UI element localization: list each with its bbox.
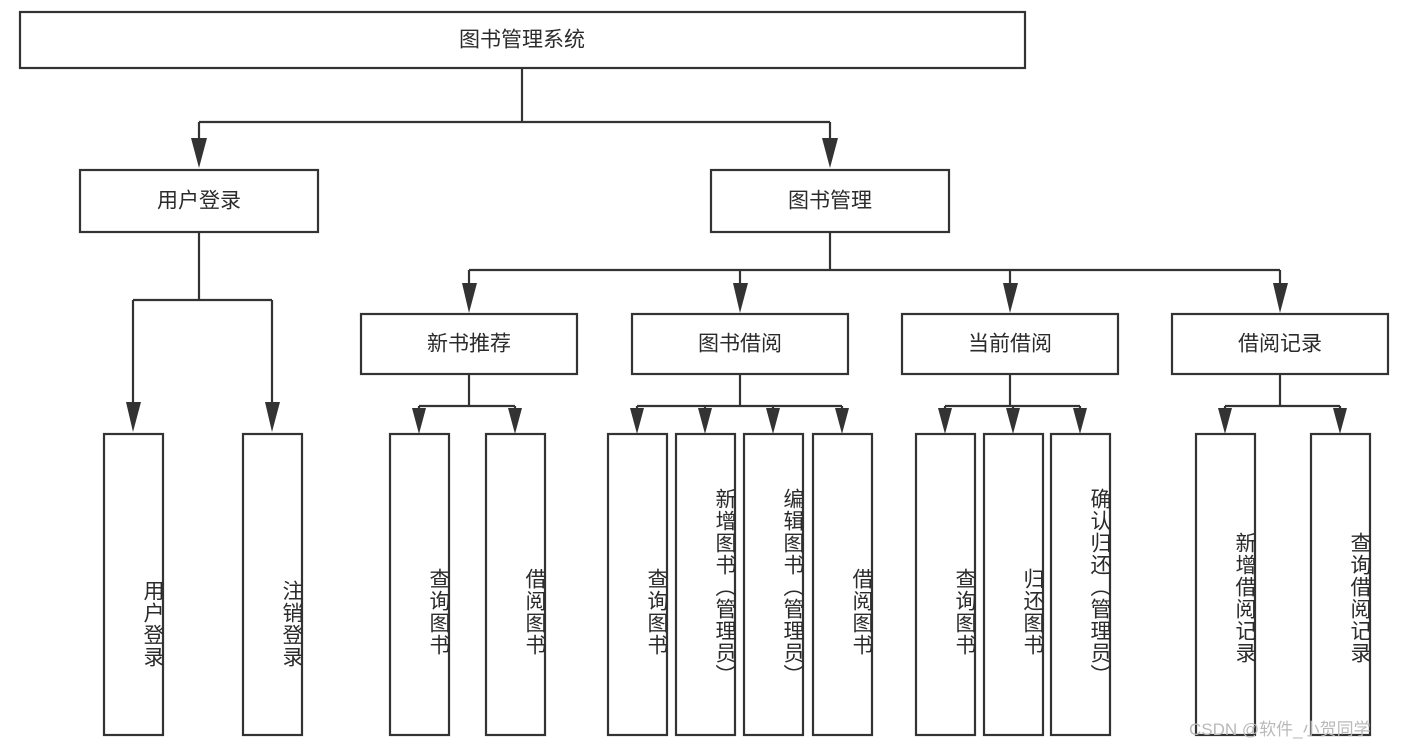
arrow-head-leaf-query-record (1333, 408, 1347, 434)
node-book-manage[interactable]: 图书管理 (709, 168, 951, 234)
node-new-book-recommend-box[interactable] (359, 312, 579, 376)
node-leaf-query-book-1-box[interactable] (388, 432, 451, 737)
node-book-borrow-label: 图书借阅 (698, 333, 782, 356)
node-leaf-add-record-box[interactable] (1194, 432, 1257, 737)
arrow-head-leaf-edit-book (766, 408, 780, 434)
node-leaf-query-book-2-box[interactable] (606, 432, 669, 737)
arrow-head-book-borrow (733, 283, 748, 313)
node-leaf-query-record-box[interactable] (1309, 432, 1372, 737)
node-leaf-borrow-book-2-box[interactable] (811, 432, 874, 737)
node-current-borrow-box[interactable] (900, 312, 1120, 376)
node-root-label: 图书管理系统 (459, 29, 585, 52)
node-book-manage-box[interactable] (709, 168, 951, 234)
arrow-head-leaf-return-book (1006, 408, 1020, 434)
arrow-head-borrow-record (1273, 283, 1288, 313)
node-root-box[interactable] (18, 10, 1027, 70)
connector-group-book-borrow-to-leaves (630, 374, 849, 434)
node-user-login-label: 用户登录 (157, 190, 241, 213)
connector-group-root-to-level2 (191, 68, 838, 168)
node-user-login[interactable]: 用户登录 (78, 168, 320, 234)
node-current-borrow[interactable]: 当前借阅 (900, 312, 1120, 376)
node-leaf-borrow-book-1-box[interactable] (484, 432, 547, 737)
arrow-head-leaf-query-book-1 (412, 408, 426, 434)
arrow-head-leaf-add-record (1218, 408, 1232, 434)
connector-group-book-manage-to-level3 (462, 232, 1288, 313)
node-root[interactable]: 图书管理系统 (18, 10, 1027, 70)
arrow-head-leaf-query-book-2 (630, 408, 644, 434)
node-borrow-record-label: 借阅记录 (1238, 333, 1322, 356)
node-leaf-edit-book-box[interactable] (742, 432, 805, 737)
connector-group-user-login-to-leaves (126, 232, 280, 432)
node-leaf-logout-login-box[interactable] (241, 432, 304, 737)
node-leaf-query-book-3-box[interactable] (914, 432, 977, 737)
arrow-head-leaf-confirm-return (1073, 408, 1087, 434)
node-user-login-box[interactable] (78, 168, 320, 234)
node-leaf-confirm-return-box[interactable] (1049, 432, 1112, 737)
node-borrow-record-box[interactable] (1170, 312, 1390, 376)
arrow-head-leaf-query-book-3 (938, 408, 952, 434)
connector-group-new-book-recommend-to-leaves (412, 374, 522, 434)
node-current-borrow-label: 当前借阅 (968, 333, 1052, 356)
node-book-borrow-box[interactable] (630, 312, 850, 376)
arrow-head-leaf-add-book (698, 408, 712, 434)
arrow-head-current-borrow (1003, 283, 1018, 313)
node-book-borrow[interactable]: 图书借阅 (630, 312, 850, 376)
connector-group-borrow-record-to-leaves (1218, 374, 1347, 434)
connector-group-current-borrow-to-leaves (938, 374, 1087, 434)
node-leaf-user-login-box[interactable] (102, 432, 165, 737)
node-leaf-return-book-box[interactable] (982, 432, 1045, 737)
node-new-book-recommend-label: 新书推荐 (427, 333, 511, 356)
watermark-text: CSDN @软件_小贺同学 (1189, 720, 1371, 739)
node-new-book-recommend[interactable]: 新书推荐 (359, 312, 579, 376)
arrow-head-leaf-user-login (126, 402, 141, 432)
arrow-head-leaf-borrow-book-2 (835, 408, 849, 434)
arrow-head-user-login (191, 138, 207, 168)
arrow-head-leaf-borrow-book-1 (508, 408, 522, 434)
node-borrow-record[interactable]: 借阅记录 (1170, 312, 1390, 376)
arrow-head-book-manage (822, 138, 838, 168)
arrow-head-leaf-logout-login (265, 402, 280, 432)
arrow-head-new-book-recommend (462, 283, 477, 313)
node-leaf-add-book-box[interactable] (674, 432, 737, 737)
node-book-manage-label: 图书管理 (788, 190, 872, 213)
